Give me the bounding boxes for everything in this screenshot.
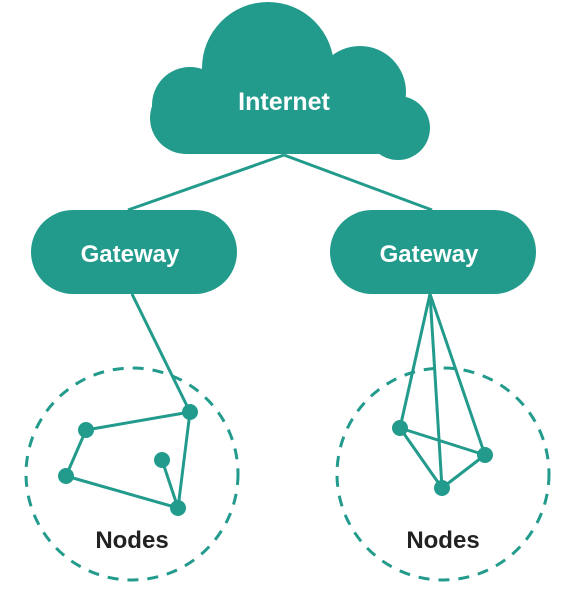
link-internet-gateway-left (127, 153, 285, 212)
node (170, 500, 186, 516)
cluster-right-links (398, 293, 487, 490)
cloud-icon (150, 2, 430, 160)
link-internet-gateway-right (283, 153, 433, 212)
node (182, 404, 198, 420)
node (392, 420, 408, 436)
gateway-right-label: Gateway (380, 241, 479, 268)
cluster-right-boundary (335, 366, 551, 582)
cluster-left-nodes (58, 404, 198, 516)
node (78, 422, 94, 438)
gateway-right: Gateway (330, 210, 536, 294)
gateway-right-box (330, 210, 536, 294)
nodes-right-label: Nodes (406, 527, 479, 554)
node-cluster-left: Nodes (24, 293, 240, 582)
cluster-left-links (64, 293, 192, 510)
node-cluster-right: Nodes (335, 293, 551, 582)
internet-cloud: Internet (150, 2, 430, 160)
node (477, 447, 493, 463)
node (434, 480, 450, 496)
cluster-left-boundary (24, 366, 240, 582)
internet-label: Internet (238, 88, 330, 116)
internet-gateway-links (127, 153, 433, 212)
node (154, 452, 170, 468)
node (58, 468, 74, 484)
gateway-left-label: Gateway (81, 241, 180, 268)
gateway-left-box (31, 210, 237, 294)
cluster-right-nodes (392, 420, 493, 496)
gateway-left: Gateway (31, 210, 237, 294)
nodes-left-label: Nodes (95, 527, 168, 554)
